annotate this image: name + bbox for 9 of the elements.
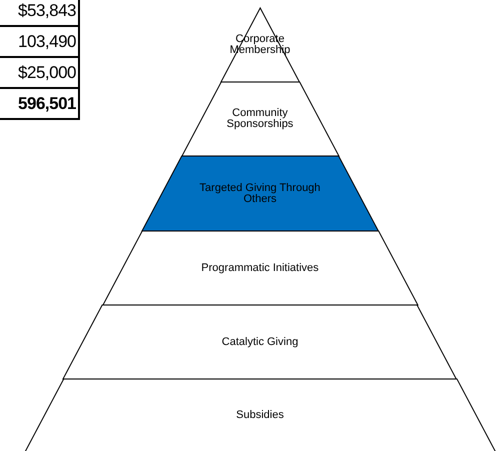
tier-label: Programmatic Initiatives — [201, 262, 319, 274]
tier-label: Targeted Giving Through Others — [198, 182, 322, 204]
total-amount: 596,501 — [0, 89, 80, 120]
tier-label: Catalytic Giving — [222, 336, 298, 348]
tier-label: Subsidies — [236, 410, 284, 421]
amount: $25,000 — [0, 58, 80, 89]
amount: 103,490 — [0, 27, 80, 58]
tier-label: Community Sponsorships — [226, 108, 294, 130]
amount: $53,843 — [0, 0, 80, 27]
